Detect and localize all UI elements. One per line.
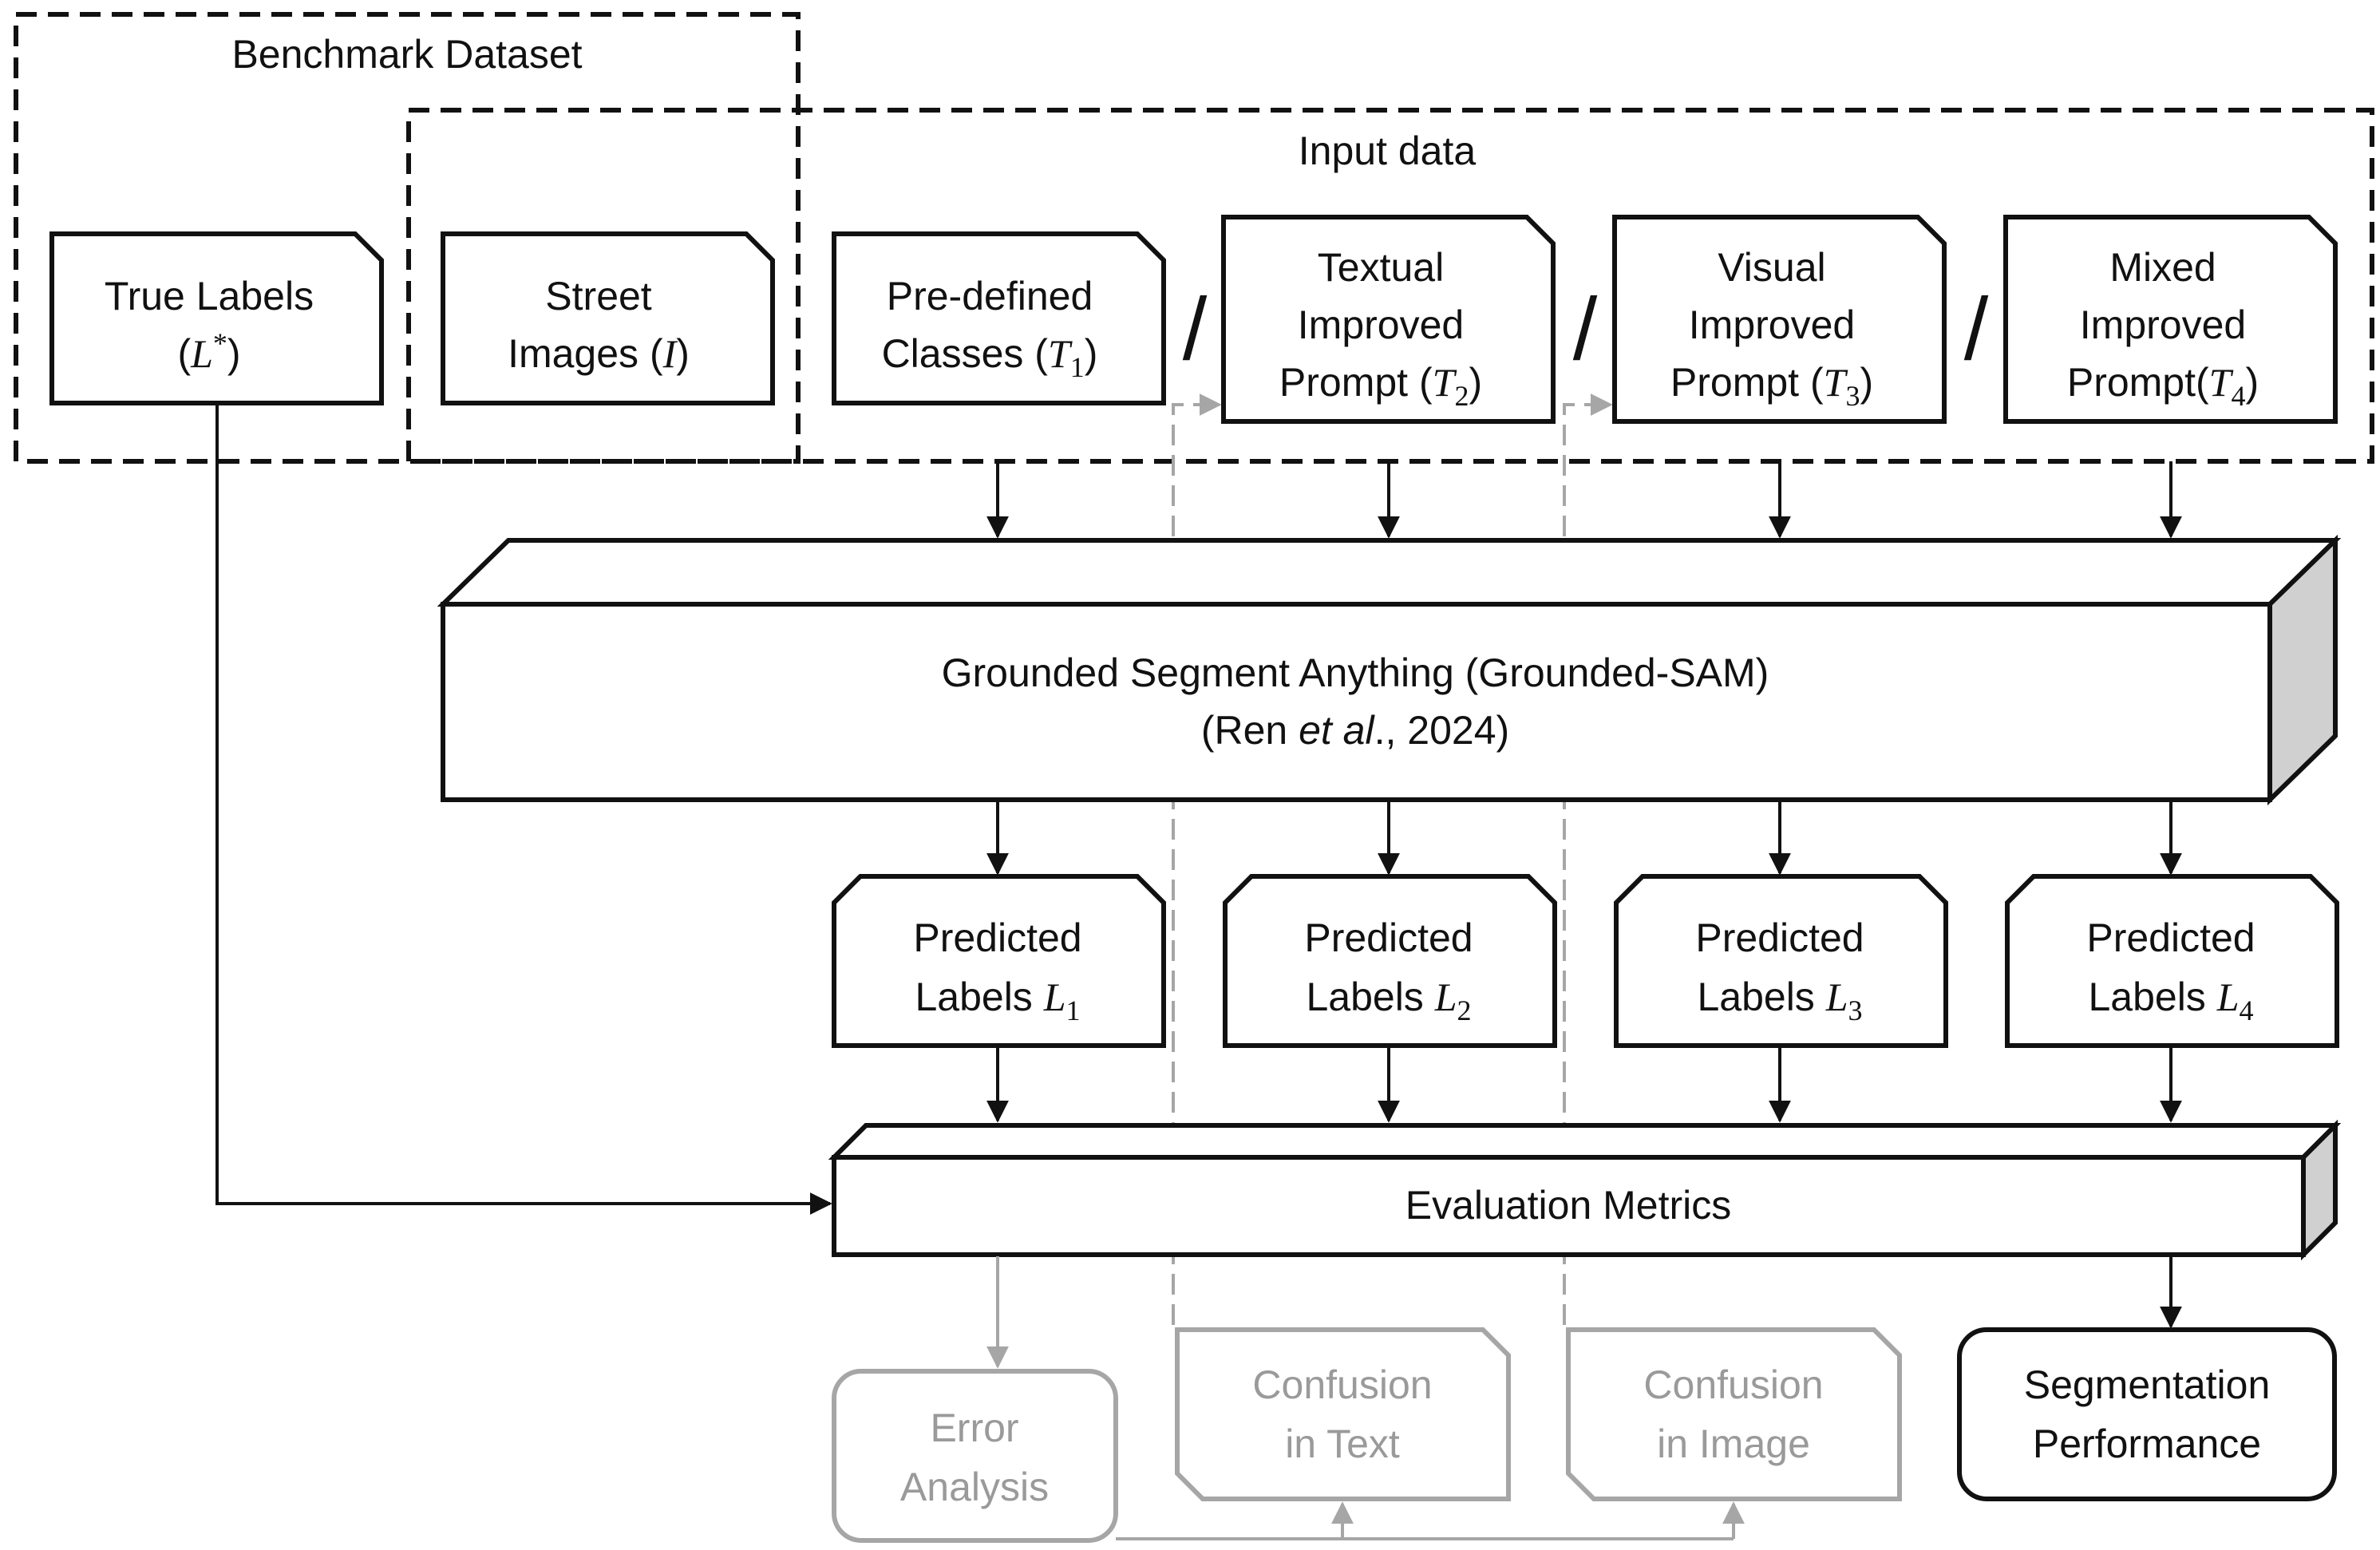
sam-to-predicted-arrows [986,801,2182,876]
svg-text:Mixed: Mixed [2109,245,2216,290]
true-labels-to-metrics-arrow [215,405,832,1215]
separator-slash: / [1964,280,1989,378]
svg-text:Grounded Segment Anything (Gro: Grounded Segment Anything (Grounded-SAM) [942,650,1769,695]
predicted-labels-4-node: Predicted Labels L4 [2005,874,2339,1048]
textual-improved-prompt-node: Textual Improved Prompt (T2) [1221,215,1556,424]
svg-text:(L*): (L*) [177,327,240,376]
true-labels-node: True Labels (L*) [49,231,384,405]
evaluation-metrics-block: Evaluation Metrics [828,1119,2342,1261]
svg-text:Analysis: Analysis [900,1465,1049,1509]
input-to-sam-arrows [986,461,2182,539]
svg-text:Performance: Performance [2033,1421,2261,1466]
feedback-lines [1172,393,1613,1325]
predicted-labels-1-node: Predicted Labels L1 [832,874,1166,1048]
svg-text:Prompt (T3): Prompt (T3) [1670,360,1873,412]
svg-text:(Ren et al., 2024): (Ren et al., 2024) [1201,708,1509,753]
svg-text:Confusion: Confusion [1252,1362,1432,1407]
grounded-sam-block: Grounded Segment Anything (Grounded-SAM)… [437,534,2342,806]
mixed-improved-prompt-node: Mixed Improved Prompt(T4) [2003,215,2338,424]
predicted-labels-2-node: Predicted Labels L2 [1223,874,1557,1048]
confusion-in-image-node: Confusion in Image [1566,1327,1902,1501]
svg-text:Visual: Visual [1718,245,1825,290]
svg-text:Error: Error [930,1406,1018,1450]
svg-text:Images (I): Images (I) [508,331,690,376]
svg-text:Prompt (T2): Prompt (T2) [1279,360,1482,412]
svg-text:Improved: Improved [1689,302,1855,347]
svg-text:Segmentation: Segmentation [2024,1362,2271,1407]
svg-text:Predicted: Predicted [1304,915,1473,960]
svg-text:in Text: in Text [1285,1421,1400,1466]
svg-text:in Image: in Image [1657,1421,1810,1466]
svg-text:Predicted: Predicted [1695,915,1864,960]
svg-text:Textual: Textual [1318,245,1444,290]
svg-text:Improved: Improved [1298,302,1464,347]
svg-text:Prompt(T4): Prompt(T4) [2067,360,2259,412]
input-data-title: Input data [1299,129,1477,173]
svg-text:Predicted: Predicted [913,915,1081,960]
segmentation-performance-node: Segmentation Performance [1957,1327,2337,1501]
street-images-node: Street Images (I) [441,231,775,405]
benchmark-dataset-title: Benchmark Dataset [231,32,582,77]
benchmark-dataset-group [14,12,801,464]
svg-text:Labels L4: Labels L4 [2088,975,2253,1026]
svg-text:Labels L2: Labels L2 [1306,975,1471,1026]
svg-text:True Labels: True Labels [105,274,314,318]
svg-text:Labels L3: Labels L3 [1697,975,1862,1026]
visual-improved-prompt-node: Visual Improved Prompt (T3) [1612,215,1947,424]
svg-text:Evaluation Metrics: Evaluation Metrics [1405,1183,1732,1228]
predefined-classes-node: Pre-defined Classes (T1) [832,231,1166,405]
separator-slash: / [1573,280,1598,378]
error-analysis-node: Error Analysis [832,1369,1118,1543]
svg-text:Confusion: Confusion [1643,1362,1823,1407]
svg-text:Improved: Improved [2080,302,2246,347]
svg-text:Labels L1: Labels L1 [915,975,1080,1026]
svg-text:Predicted: Predicted [2086,915,2255,960]
svg-text:Pre-defined: Pre-defined [887,274,1093,318]
predicted-to-metrics-arrows [986,1047,2182,1123]
error-to-confusion-arrows [1116,1501,1745,1540]
confusion-in-text-node: Confusion in Text [1175,1327,1511,1501]
separator-slash: / [1183,280,1208,378]
predicted-labels-3-node: Predicted Labels L3 [1614,874,1948,1048]
svg-text:Street: Street [545,274,652,318]
svg-text:Classes (T1): Classes (T1) [882,331,1098,383]
